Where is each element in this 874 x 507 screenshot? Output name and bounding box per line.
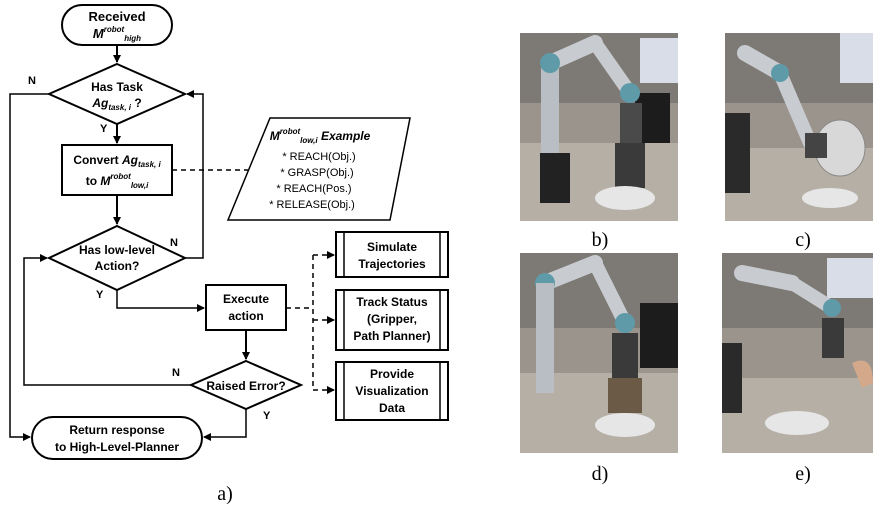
svg-text:(Gripper,: (Gripper,: [367, 312, 417, 326]
example-item-1: * REACH(Obj.): [282, 151, 355, 163]
has-task-line1: Has Task: [91, 80, 143, 94]
caption-c: c): [795, 229, 811, 251]
example-title: Mrobotlow,i Example: [270, 127, 371, 145]
photo-b: [520, 33, 678, 221]
return-line1: Return response: [69, 423, 165, 437]
side-box-track-status: Track Status (Gripper, Path Planner): [335, 289, 449, 351]
edge-raised-yes: [203, 409, 247, 441]
svg-text:Track Status: Track Status: [356, 295, 428, 309]
has-low-line1: Has low-level: [79, 243, 155, 257]
side-box-simulate: Simulate Trajectories: [335, 231, 449, 278]
example-item-2: * GRASP(Obj.): [280, 167, 353, 179]
edge-haslow-yes: [116, 290, 205, 312]
photo-d: [520, 253, 678, 453]
svg-text:Visualization: Visualization: [355, 384, 428, 398]
svg-text:Data: Data: [379, 401, 405, 415]
example-parallelogram: [226, 117, 411, 221]
decision-has-low-level: [46, 224, 188, 292]
process-execute: [205, 284, 287, 331]
caption-a: a): [217, 483, 233, 505]
convert-line1: Convert Agtask, i: [73, 153, 161, 169]
edge-haslow-no: [185, 90, 204, 259]
label-y-raised: Y: [263, 410, 271, 422]
convert-line2: to Mrobotlow,i: [86, 172, 149, 190]
label-y-has-low: Y: [96, 289, 104, 301]
svg-text:Path Planner): Path Planner): [353, 329, 430, 343]
label-y-has-task: Y: [100, 123, 108, 135]
has-low-line2: Action?: [95, 259, 140, 273]
svg-text:Provide: Provide: [370, 367, 414, 381]
label-n-has-task: N: [28, 75, 36, 87]
label-n-raised: N: [172, 367, 180, 379]
start-symbol: Mrobothigh: [93, 25, 141, 43]
return-line2: to High-Level-Planner: [55, 440, 179, 454]
svg-text:Trajectories: Trajectories: [358, 257, 426, 271]
edge-raised-no: [23, 254, 191, 386]
label-n-has-low: N: [170, 237, 178, 249]
execute-line1: Execute: [223, 292, 269, 306]
return-terminal: [31, 416, 203, 460]
edge-hastask-no: [9, 93, 49, 441]
start-title: Received: [88, 9, 145, 24]
side-box-provide-visualization: Provide Visualization Data: [335, 361, 449, 421]
photo-c: [725, 33, 873, 221]
example-item-4: * RELEASE(Obj.): [269, 199, 355, 211]
example-item-3: * REACH(Pos.): [276, 183, 351, 195]
caption-b: b): [592, 229, 609, 251]
photo-e: [722, 253, 873, 453]
caption-e: e): [795, 463, 811, 485]
has-task-line2: Agtask, i ?: [91, 96, 141, 112]
execute-line2: action: [228, 309, 263, 323]
raised-error-label: Raised Error?: [206, 379, 285, 393]
caption-d: d): [592, 463, 609, 485]
svg-text:Simulate: Simulate: [367, 240, 417, 254]
decision-has-task: [46, 62, 188, 126]
